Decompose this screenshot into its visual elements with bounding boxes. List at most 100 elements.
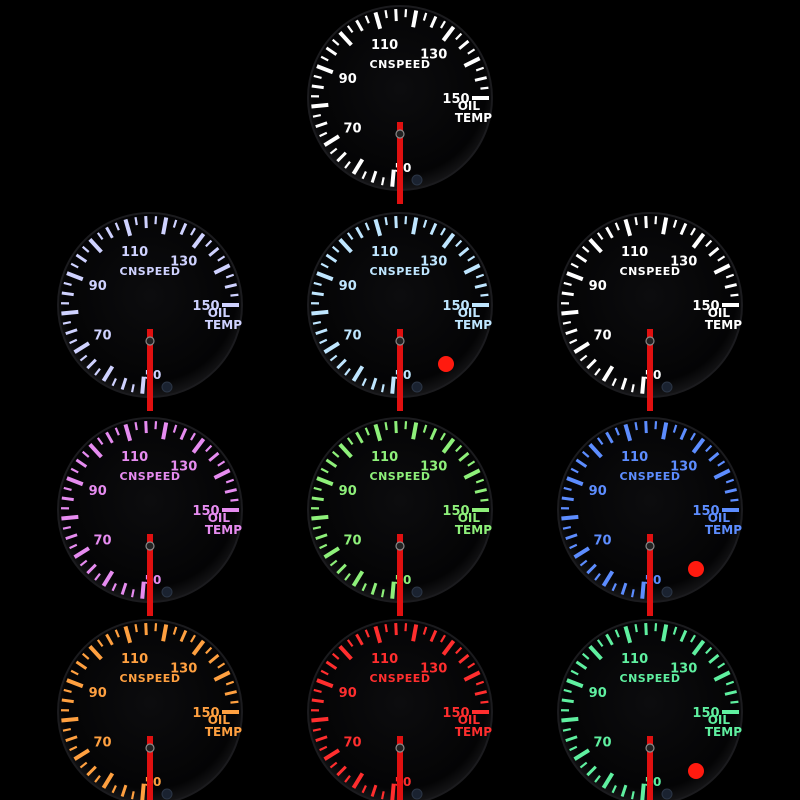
- minor-tick: [320, 55, 329, 62]
- minor-tick: [361, 583, 367, 592]
- major-tick: [566, 678, 584, 689]
- minor-tick: [313, 688, 322, 693]
- major-tick: [566, 271, 584, 282]
- minor-tick: [705, 444, 713, 453]
- indicator-lamp: [661, 586, 673, 598]
- major-tick: [191, 232, 206, 249]
- major-tick: [640, 376, 646, 394]
- gauge-needle: [397, 329, 403, 411]
- major-tick: [140, 783, 146, 800]
- major-tick: [101, 570, 115, 587]
- minor-tick: [111, 378, 117, 387]
- minor-tick: [86, 765, 97, 777]
- minor-tick: [154, 216, 158, 225]
- minor-tick: [105, 633, 114, 646]
- minor-tick: [312, 320, 322, 325]
- minor-tick: [562, 525, 572, 530]
- indicator-lamp: [661, 381, 673, 393]
- minor-tick: [329, 559, 338, 567]
- minor-tick: [579, 559, 588, 567]
- indicator-lamp: [161, 381, 173, 393]
- gauge-needle: [647, 534, 653, 616]
- minor-tick: [325, 46, 338, 56]
- scale-label: 90: [339, 484, 357, 499]
- minor-tick: [325, 253, 338, 263]
- indicator-lamp: [411, 586, 423, 598]
- major-tick: [316, 678, 334, 689]
- major-tick: [390, 169, 396, 187]
- minor-tick: [120, 377, 128, 390]
- brand-logo: CNSPEED: [370, 265, 431, 278]
- minor-tick: [563, 486, 572, 491]
- minor-tick: [205, 444, 213, 453]
- minor-tick: [581, 450, 590, 458]
- minor-tick: [429, 427, 438, 441]
- minor-tick: [474, 283, 487, 289]
- unit-label-oil: OIL: [708, 713, 731, 727]
- major-tick: [123, 625, 133, 644]
- scale-label: 70: [93, 534, 111, 549]
- major-tick: [66, 271, 84, 282]
- scale-label: 110: [371, 450, 398, 465]
- scale-label: 90: [589, 484, 607, 499]
- minor-tick: [105, 226, 114, 239]
- minor-tick: [596, 232, 604, 241]
- gauge-face: [307, 619, 493, 800]
- scale-label: 110: [121, 245, 148, 260]
- minor-tick: [336, 358, 347, 370]
- minor-tick: [111, 785, 117, 794]
- minor-tick: [311, 291, 324, 297]
- minor-tick: [563, 688, 572, 693]
- minor-tick: [575, 253, 588, 263]
- scale-label: 70: [93, 736, 111, 751]
- minor-tick: [361, 171, 367, 180]
- minor-tick: [467, 662, 476, 669]
- minor-tick: [429, 15, 438, 29]
- major-tick: [573, 748, 591, 761]
- major-tick: [691, 437, 706, 454]
- minor-tick: [380, 177, 385, 186]
- minor-tick: [344, 573, 351, 581]
- scale-label: 130: [170, 459, 197, 474]
- minor-tick: [474, 76, 487, 82]
- minor-tick: [319, 543, 328, 550]
- minor-tick: [172, 626, 178, 635]
- minor-tick: [65, 328, 78, 336]
- major-tick: [338, 645, 353, 661]
- minor-tick: [336, 563, 347, 575]
- minor-tick: [336, 151, 347, 163]
- major-tick: [351, 365, 365, 382]
- minor-tick: [320, 669, 329, 676]
- needle-hub: [645, 743, 655, 753]
- scale-label: 130: [420, 47, 447, 62]
- minor-tick: [205, 239, 213, 248]
- minor-tick: [474, 488, 487, 494]
- minor-tick: [730, 700, 739, 704]
- major-tick: [213, 263, 231, 275]
- major-tick: [140, 581, 146, 599]
- major-tick: [463, 263, 481, 275]
- minor-tick: [319, 131, 328, 138]
- scale-label: 150: [442, 706, 469, 721]
- major-tick: [441, 639, 456, 656]
- oil-temp-gauge: 709011013015050CNSPEEDOILTEMP: [307, 5, 493, 204]
- minor-tick: [594, 573, 601, 581]
- minor-tick: [480, 498, 489, 502]
- scale-label: 70: [343, 534, 361, 549]
- minor-tick: [325, 458, 338, 468]
- major-tick: [351, 772, 365, 789]
- oil-temp-gauge: 709011013015050CNSPEEDOILTEMP: [307, 417, 493, 616]
- minor-tick: [581, 245, 590, 253]
- gauge-needle: [147, 736, 153, 800]
- gauge-scale: [310, 216, 489, 394]
- minor-tick: [717, 662, 726, 669]
- minor-tick: [315, 735, 328, 743]
- minor-tick: [114, 629, 120, 638]
- minor-tick: [70, 467, 79, 474]
- minor-tick: [708, 653, 720, 664]
- major-tick: [338, 31, 353, 47]
- minor-tick: [644, 216, 648, 229]
- minor-tick: [313, 74, 322, 79]
- major-tick: [588, 238, 603, 254]
- major-tick: [73, 546, 91, 559]
